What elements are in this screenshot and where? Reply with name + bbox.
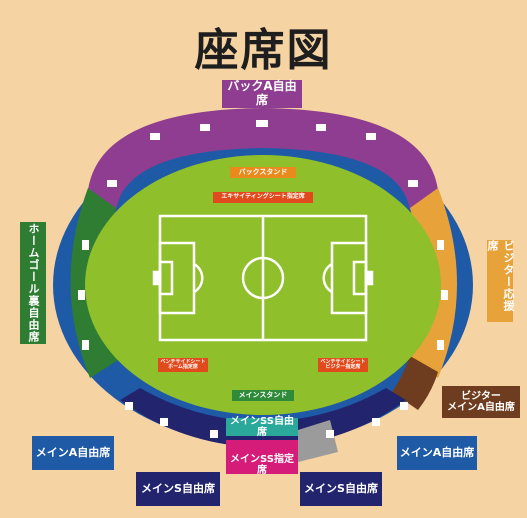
back-a-label[interactable]: バックA自由席 — [222, 79, 302, 108]
back-stand-label: バックスタンド — [230, 167, 296, 178]
excitement-seat-label[interactable]: エキサイティングシート指定席 — [213, 192, 313, 203]
field-lines — [152, 214, 374, 342]
main-stand-label: メインスタンド — [232, 390, 294, 401]
home-goal-label[interactable]: ホームゴール裏自由席 — [20, 222, 46, 344]
bench-visitor-label[interactable]: ベンチサイドシート ビジター指定席 — [318, 358, 368, 372]
page-title: 座席図 — [194, 25, 333, 76]
visitor-main-a-section[interactable] — [392, 356, 438, 410]
bench-home-label[interactable]: ベンチサイドシート ホーム指定席 — [158, 358, 208, 372]
visitor-cheer-label[interactable]: ビジター応援席 — [486, 240, 515, 322]
main-s-right-label[interactable]: メインS自由席 — [300, 472, 382, 506]
main-s-left-label[interactable]: メインS自由席 — [136, 472, 220, 506]
main-a-left-label[interactable]: メインA自由席 — [32, 436, 114, 470]
main-ss-reserved-label[interactable]: メインSS指定席 — [226, 454, 298, 476]
main-s-section[interactable] — [120, 388, 406, 448]
back-a-section[interactable] — [88, 108, 438, 210]
visitor-main-a-label[interactable]: ビジター メインA自由席 — [442, 386, 520, 418]
main-ss-free-label[interactable]: メインSS自由席 — [226, 416, 298, 438]
main-a-right-label[interactable]: メインA自由席 — [397, 436, 477, 470]
seat-notches — [78, 120, 448, 438]
